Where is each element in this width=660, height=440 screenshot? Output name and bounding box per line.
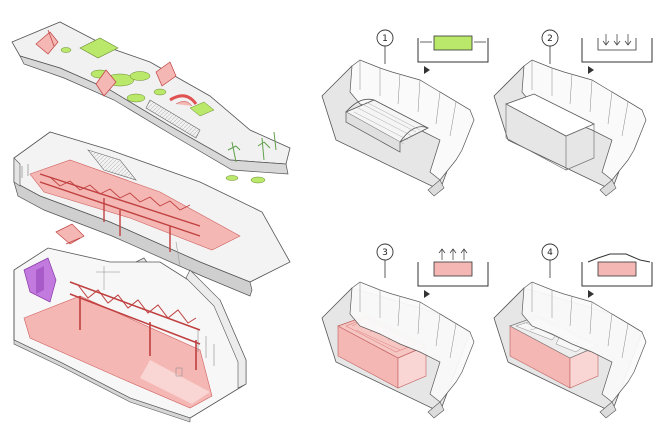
step-4-buildings	[521, 281, 647, 419]
step-4-marker: 4	[541, 243, 559, 278]
step-4-number: 4	[547, 248, 553, 258]
ground-truss	[69, 281, 201, 370]
step-3-buildings	[349, 281, 475, 419]
step-2-diagram: 2	[493, 29, 653, 197]
exploded-axonometric	[11, 21, 291, 423]
roof-landscape-layer	[11, 21, 291, 184]
step-2-marker: 2	[541, 29, 559, 64]
mezzanine-truss	[39, 173, 201, 237]
step-3-number: 3	[382, 248, 388, 258]
step-2-number: 2	[547, 34, 553, 44]
step-4-diagram: 4	[493, 243, 653, 419]
roof-trees	[227, 131, 277, 163]
ground-hall-layer	[13, 247, 247, 423]
green-lawns	[60, 37, 266, 184]
roof-stairs	[145, 99, 201, 139]
step-4-section-icon	[581, 253, 653, 298]
step-1-section-icon	[417, 35, 489, 74]
step-3-marker: 3	[376, 243, 394, 278]
step-1-marker: 1	[376, 29, 394, 64]
mezzanine-layer	[13, 131, 291, 297]
red-sculptures	[35, 29, 198, 107]
step-1-number: 1	[382, 34, 388, 44]
step-1-barrel-hall	[345, 98, 429, 153]
step-3-section-icon	[417, 248, 489, 298]
step-3-diagram: 3	[321, 243, 489, 419]
step-diagrams: 1	[321, 29, 653, 419]
step-2-excavation	[505, 93, 595, 171]
step-2-section-icon	[581, 34, 653, 74]
step-1-diagram: 1	[321, 29, 489, 197]
mezzanine-columns	[103, 198, 171, 252]
